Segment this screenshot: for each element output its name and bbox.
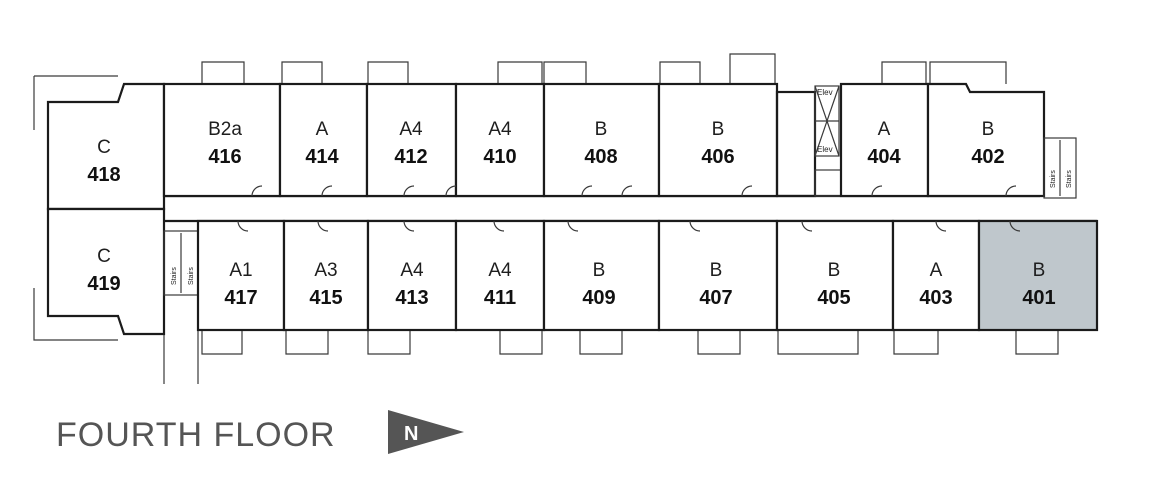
stairs-label: Stairs — [188, 267, 195, 285]
unit-type-label: B — [982, 119, 995, 140]
unit-number-label: 408 — [584, 146, 617, 168]
elevator-label: Elev — [817, 88, 833, 97]
floor-title: FOURTH FLOOR — [56, 416, 336, 454]
unit-type-label: B — [828, 260, 841, 281]
unit-type-label: B — [1033, 260, 1046, 281]
unit-407[interactable]: B 407 — [657, 219, 779, 332]
unit-401[interactable]: B 401 — [977, 219, 1099, 332]
unit-number-label: 407 — [699, 287, 732, 309]
stairs-west: Stairs Stairs — [163, 230, 199, 296]
door-swings — [237, 185, 1021, 232]
unit-413[interactable]: A4 413 — [366, 219, 458, 332]
unit-416[interactable]: B2a 416 — [162, 82, 282, 198]
unit-type-label: A — [878, 119, 891, 140]
unit-type-label: B2a — [208, 119, 242, 140]
unit-412[interactable]: A4 412 — [365, 82, 458, 198]
unit-number-label: 417 — [224, 287, 257, 309]
stairs-east: Stairs Stairs — [1043, 137, 1077, 199]
unit-type-label: A4 — [488, 119, 512, 140]
unit-type-label: B — [595, 119, 608, 140]
unit-number-label: 402 — [971, 146, 1004, 168]
stairs-label: Stairs — [171, 267, 178, 285]
stairs-label: Stairs — [1050, 170, 1057, 188]
elevator-core: Elev Elev — [775, 85, 842, 198]
unit-403[interactable]: A 403 — [891, 219, 981, 332]
unit-type-label: A — [316, 119, 329, 140]
unit-type-label: A1 — [229, 260, 252, 281]
unit-number-label: 405 — [817, 287, 850, 309]
unit-type-label: A4 — [400, 260, 424, 281]
north-arrow-icon: N — [388, 410, 464, 454]
unit-418[interactable]: C 418 — [46, 82, 166, 211]
unit-number-label: 415 — [309, 287, 342, 309]
unit-number-label: 409 — [582, 287, 615, 309]
unit-type-label: A — [930, 260, 943, 281]
unit-type-label: B — [593, 260, 606, 281]
unit-406[interactable]: B 406 — [657, 82, 779, 198]
unit-number-label: 412 — [394, 146, 427, 168]
unit-404[interactable]: A 404 — [839, 82, 930, 198]
unit-number-label: 414 — [305, 146, 339, 168]
unit-410[interactable]: A4 410 — [454, 82, 546, 198]
balconies — [33, 53, 1059, 355]
unit-number-label: 410 — [483, 146, 516, 168]
unit-414[interactable]: A 414 — [278, 82, 369, 198]
north-label: N — [404, 423, 418, 445]
unit-type-label: B — [712, 119, 725, 140]
unit-number-label: 404 — [867, 146, 901, 168]
unit-411[interactable]: A4 411 — [454, 219, 546, 332]
unit-number-label: 411 — [484, 287, 516, 309]
unit-number-label: 401 — [1022, 287, 1055, 309]
unit-type-label: C — [97, 137, 111, 158]
unit-number-label: 416 — [208, 146, 241, 168]
unit-number-label: 419 — [87, 273, 120, 295]
unit-419[interactable]: C 419 — [46, 207, 166, 336]
unit-402[interactable]: B 402 — [926, 82, 1046, 198]
unit-405[interactable]: B 405 — [775, 219, 895, 332]
unit-type-label: A3 — [314, 260, 337, 281]
unit-type-label: C — [97, 246, 111, 267]
unit-408[interactable]: B 408 — [542, 82, 661, 198]
unit-417[interactable]: A1 417 — [196, 219, 286, 332]
unit-number-label: 413 — [395, 287, 428, 309]
stairs-label: Stairs — [1066, 170, 1073, 188]
unit-409[interactable]: B 409 — [542, 219, 661, 332]
unit-number-label: 406 — [701, 146, 734, 168]
unit-type-label: B — [710, 260, 723, 281]
unit-type-label: A4 — [488, 260, 512, 281]
unit-415[interactable]: A3 415 — [282, 219, 370, 332]
unit-number-label: 418 — [87, 164, 120, 186]
unit-number-label: 403 — [919, 287, 952, 309]
elevator-label: Elev — [817, 145, 833, 154]
floor-plan: C 418 B2a 416 A 414 A4 412 A4 410 B 408 … — [33, 53, 1099, 384]
unit-type-label: A4 — [399, 119, 423, 140]
